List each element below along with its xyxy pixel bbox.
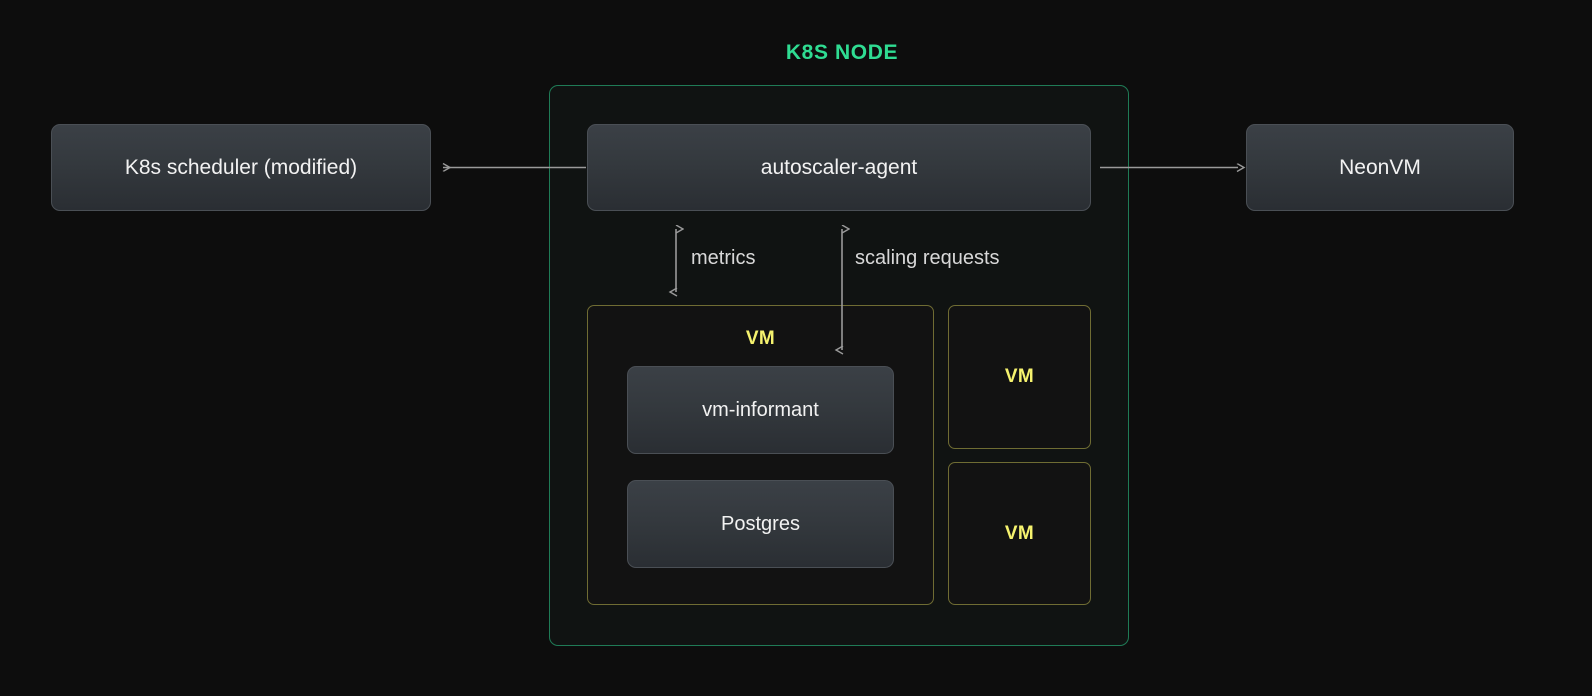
neonvm-label: NeonVM (1339, 155, 1421, 179)
vm-secondary-2-inner: VM (949, 463, 1090, 604)
vm-main-label: VM (745, 328, 776, 349)
autoscaler-agent-label: autoscaler-agent (760, 155, 918, 179)
postgres-box[interactable]: Postgres (627, 480, 894, 568)
scaling-requests-arrow-label: scaling requests (855, 247, 1000, 269)
autoscaler-agent-box[interactable]: autoscaler-agent (587, 124, 1091, 211)
k8s-scheduler-box[interactable]: K8s scheduler (modified) (51, 124, 431, 211)
vm-secondary-box-1[interactable]: VM (948, 305, 1091, 449)
metrics-arrow-label: metrics (691, 247, 756, 269)
vm-secondary-1-inner: VM (949, 306, 1090, 448)
k8s-scheduler-label: K8s scheduler (modified) (124, 155, 358, 179)
vm-informant-label: vm-informant (702, 398, 819, 421)
vm-informant-box[interactable]: vm-informant (627, 366, 894, 454)
vm-secondary-2-label: VM (1004, 522, 1035, 544)
postgres-label: Postgres (721, 512, 800, 535)
page-title: K8S NODE (785, 41, 899, 64)
vm-secondary-1-label: VM (1004, 366, 1035, 387)
neonvm-box[interactable]: NeonVM (1246, 124, 1514, 211)
vm-secondary-box-2[interactable]: VM (948, 462, 1091, 605)
